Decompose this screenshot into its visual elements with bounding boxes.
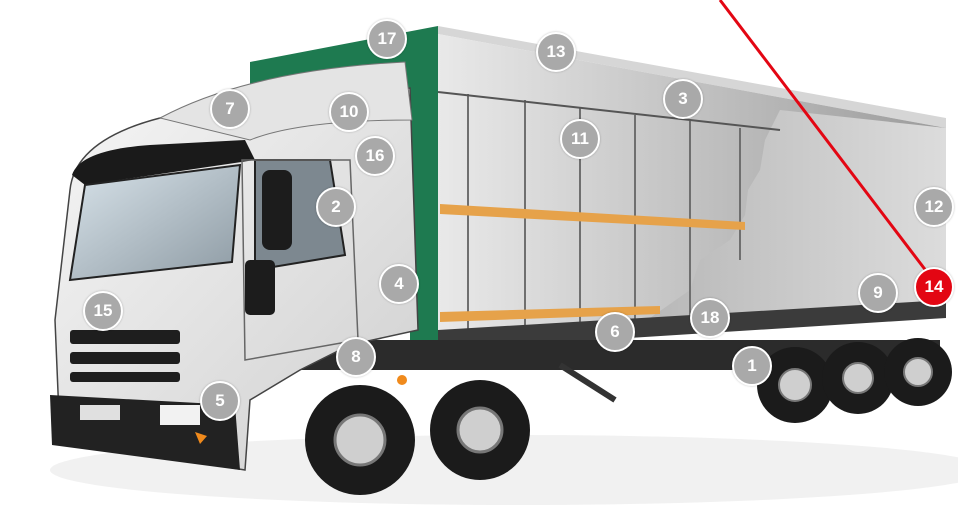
marker-6[interactable]: 6 (595, 312, 635, 352)
marker-18[interactable]: 18 (690, 298, 730, 338)
marker-label: 6 (610, 322, 619, 342)
marker-15[interactable]: 15 (83, 291, 123, 331)
marker-label: 5 (215, 391, 224, 411)
marker-14[interactable]: 14 (914, 267, 954, 307)
marker-8[interactable]: 8 (336, 337, 376, 377)
mirror (262, 170, 292, 250)
marker-9[interactable]: 9 (858, 273, 898, 313)
headlight (160, 405, 200, 425)
marker-label: 4 (394, 274, 403, 294)
marker-label: 8 (351, 347, 360, 367)
marker-7[interactable]: 7 (210, 89, 250, 129)
marker-label: 13 (547, 42, 566, 62)
marker-10[interactable]: 10 (329, 92, 369, 132)
marker-label: 2 (331, 197, 340, 217)
marker-12[interactable]: 12 (914, 187, 954, 227)
marker-1[interactable]: 1 (732, 346, 772, 386)
marker-5[interactable]: 5 (200, 381, 240, 421)
marker-label: 9 (873, 283, 882, 303)
marker-2[interactable]: 2 (316, 187, 356, 227)
marker-label: 15 (94, 301, 113, 321)
marker-label: 3 (678, 89, 687, 109)
marker-16[interactable]: 16 (355, 136, 395, 176)
fender-light (397, 375, 407, 385)
chassis-strut (560, 365, 615, 400)
marker-label: 12 (925, 197, 944, 217)
marker-label: 11 (571, 129, 589, 149)
plate (80, 405, 120, 420)
marker-13[interactable]: 13 (536, 32, 576, 72)
marker-label: 7 (225, 99, 234, 119)
marker-11[interactable]: 11 (560, 119, 600, 159)
mirror-lower (245, 260, 275, 315)
marker-4[interactable]: 4 (379, 264, 419, 304)
marker-label: 10 (340, 102, 359, 122)
marker-label: 16 (366, 146, 385, 166)
marker-3[interactable]: 3 (663, 79, 703, 119)
marker-label: 1 (747, 356, 756, 376)
marker-label: 14 (925, 277, 944, 297)
grille (70, 330, 180, 382)
marker-label: 18 (701, 308, 720, 328)
marker-17[interactable]: 17 (367, 19, 407, 59)
marker-label: 17 (378, 29, 397, 49)
